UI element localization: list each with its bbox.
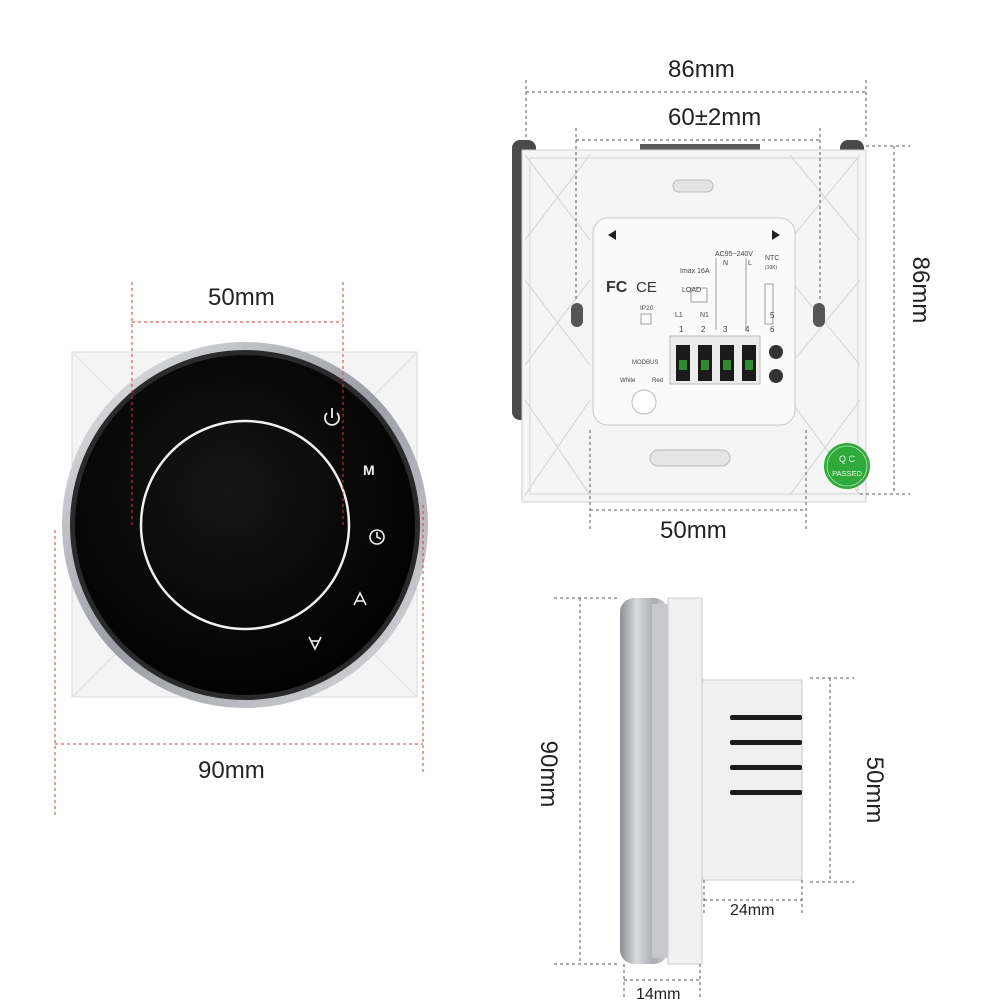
passed-sticker bbox=[824, 443, 870, 489]
n1-label: N1 bbox=[700, 312, 709, 319]
ce-mark: CE bbox=[636, 279, 657, 296]
modbus-label: MODBUS bbox=[632, 360, 658, 366]
imax-label: Imax 16A bbox=[680, 268, 710, 275]
l1-label: L1 bbox=[675, 312, 683, 319]
red-label: Red bbox=[652, 378, 663, 384]
l-label: L bbox=[748, 260, 752, 267]
modbus-port bbox=[631, 389, 657, 415]
back-view: Q C PASSED FC CE AC95~240V Imax 16A LOAD… bbox=[490, 40, 1000, 550]
box-depth-label: 24mm bbox=[730, 902, 775, 919]
mode-icon[interactable]: M bbox=[363, 462, 375, 478]
back-width-label: 86mm bbox=[668, 56, 735, 83]
vent-slot-3 bbox=[730, 765, 802, 770]
front-view-drawing bbox=[54, 282, 428, 815]
back-box-label: 50mm bbox=[660, 517, 727, 544]
side-wall-plate bbox=[667, 597, 703, 965]
vent-slot-1 bbox=[730, 715, 802, 720]
terminal-1-label: 1 bbox=[679, 325, 684, 334]
vent-slot-4 bbox=[730, 790, 802, 795]
fc-mark: FC bbox=[606, 279, 628, 296]
power-icon[interactable] bbox=[324, 408, 340, 426]
side-view: 90mm 50mm 24mm 14mm bbox=[520, 580, 1000, 1003]
terminal-3-label: 3 bbox=[723, 325, 728, 334]
n-label: N bbox=[723, 260, 728, 267]
ntc-terminal-6 bbox=[769, 369, 783, 383]
ntc-label: NTC bbox=[765, 255, 779, 262]
front-glass-panel bbox=[75, 355, 415, 695]
back-height-label: 86mm bbox=[907, 256, 934, 324]
sticker-passed: PASSED bbox=[832, 469, 862, 478]
mount-slot-top bbox=[672, 179, 714, 193]
terminal-6-label: 6 bbox=[770, 325, 775, 334]
terminal-5-label: 5 bbox=[770, 311, 775, 320]
ntc-sub-label: (10K) bbox=[765, 265, 778, 271]
back-view-drawing: Q C PASSED FC CE AC95~240V Imax 16A LOAD… bbox=[512, 80, 910, 530]
front-outer-dim-label: 90mm bbox=[198, 757, 265, 784]
clock-icon[interactable] bbox=[369, 529, 385, 545]
ip-label: IP20 bbox=[640, 305, 654, 312]
side-height-label: 90mm bbox=[535, 740, 562, 808]
terminal-4-label: 4 bbox=[745, 325, 750, 334]
front-inner-dim-label: 50mm bbox=[208, 284, 275, 311]
up-icon[interactable] bbox=[353, 591, 367, 606]
white-label: White bbox=[620, 378, 636, 384]
load-label: LOAD bbox=[682, 287, 701, 294]
terminal-2-label: 2 bbox=[701, 325, 706, 334]
side-view-drawing bbox=[554, 597, 854, 1000]
voltage-label: AC95~240V bbox=[715, 251, 753, 258]
sticker-qc: Q C bbox=[839, 454, 856, 464]
down-icon[interactable] bbox=[308, 636, 322, 651]
front-depth-label: 14mm bbox=[636, 986, 681, 1003]
side-rear-box bbox=[701, 679, 803, 881]
mount-slot-left bbox=[571, 303, 583, 327]
front-view: 50mm 90mm M bbox=[0, 0, 470, 1000]
box-height-label: 50mm bbox=[861, 756, 888, 824]
back-mount-label: 60±2mm bbox=[668, 104, 762, 131]
display-ring bbox=[139, 419, 351, 631]
mount-slot-bottom bbox=[649, 449, 731, 467]
mount-slot-right bbox=[813, 303, 825, 327]
ntc-terminal-5 bbox=[769, 345, 783, 359]
vent-slot-2 bbox=[730, 740, 802, 745]
